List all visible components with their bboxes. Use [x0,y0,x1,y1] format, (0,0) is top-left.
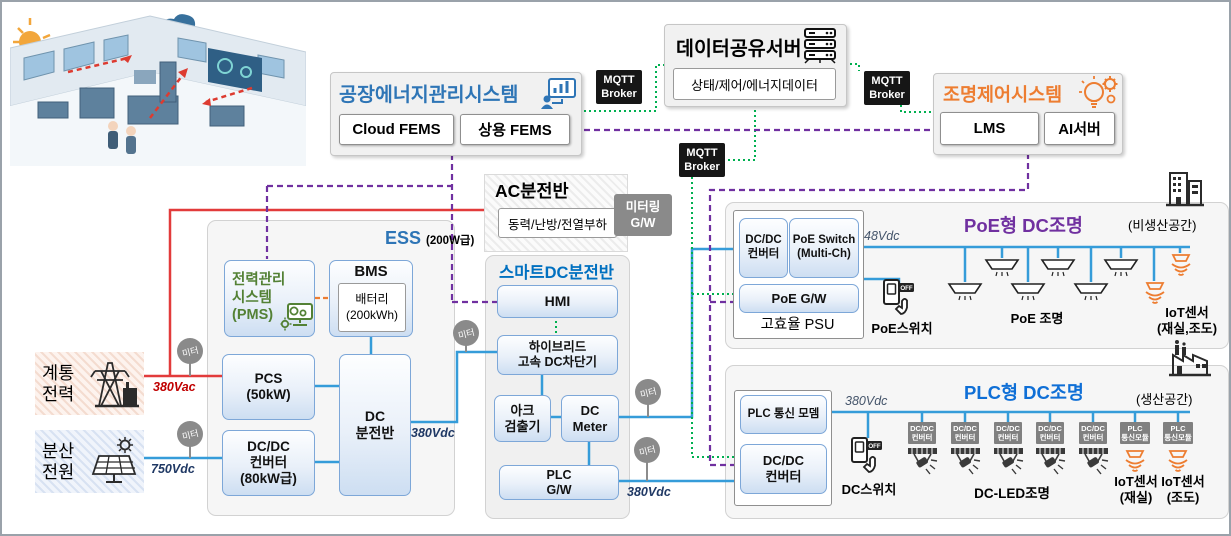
led-unit-converter: DC/DC 컨버터 [1079,422,1107,444]
poe-bus-voltage: 48Vdc [864,229,900,243]
ess-dc-panel-box: DC 분전반 [339,354,411,496]
hybrid-dc-breaker-box: 하이브리드 고속 DC차단기 [497,335,618,375]
transmission-tower-icon [90,361,139,407]
hmi-box: HMI [497,285,618,318]
smart-panel-output-voltage: 380Vdc [627,485,671,499]
poe-dcdc-box: DC/DC 컨버터 [739,218,788,278]
poe-space-label: (비생산공간) [1128,218,1197,233]
dc-meter-box: DC Meter [561,395,619,442]
poe-sensor-label: IoT센서 (재실,조도) [1156,305,1218,336]
plc-bus-voltage: 380Vdc [845,394,888,408]
distributed-power-box: 분산 전원 [35,430,144,493]
dc-wall-switch-label: DC스위치 [841,482,897,497]
poe-zone-title: PoE형 DC조명 [964,215,1083,236]
plc-comm-module: PLC 통신모듈 [1120,422,1150,444]
metering-gateway: 미터링 G/W [614,194,672,236]
led-lamp-icon [994,448,1024,475]
ceiling-lamp-icon [1103,259,1139,277]
poe-lamps-label: PoE 조명 [1010,311,1064,326]
poe-wall-switch-label: PoE스위치 [871,321,933,336]
distributed-power-label: 분산 전원 [42,441,75,482]
iot-sensor-icon [1171,254,1191,276]
ceiling-lamp-icon [984,259,1020,277]
led-unit-converter: DC/DC 컨버터 [908,422,936,444]
ess-title-text: ESS [385,228,422,248]
led-lamp-icon [1036,448,1066,475]
plc-zone-title: PLC형 DC조명 [964,382,1084,403]
iot-sensor-icon [1125,450,1145,472]
poe-gateway-box: PoE G/W [739,284,859,313]
grid-voltage: 380Vac [153,380,196,394]
data-server-title: 데이터공유서버 [676,38,802,60]
office-building-icon [1166,172,1204,207]
meter-plc-feed: 미터 [634,437,660,463]
ess-dcdc-converter-box: DC/DC 컨버터 (80kW급) [222,430,315,496]
analytics-icon [541,78,576,109]
fems-title: 공장에너지관리시스템 [339,84,519,106]
led-lamp-icon [908,448,938,475]
meter-grid: 미터 [177,338,203,364]
plc-gateway-box: PLC G/W [499,465,619,500]
plc-sensor-occupancy-label: IoT센서 (재실) [1114,474,1158,505]
plc-modem-box: PLC 통신 모뎀 [740,395,827,434]
ac-panel-title: AC분전반 [495,181,569,201]
smart-dc-panel-title: 스마트DC분전반 [499,264,614,282]
plc-comm-module: PLC 통신모듈 [1163,422,1193,444]
ai-server-button[interactable]: AI서버 [1044,112,1115,145]
plc-sensor-illuminance-label: IoT센서 (조도) [1161,474,1205,505]
ceiling-lamp-icon [1073,283,1109,301]
led-unit-converter: DC/DC 컨버터 [994,422,1022,444]
ceiling-lamp-icon [1010,283,1046,301]
meter-distributed: 미터 [177,421,203,447]
poe-switch-box: PoE Switch (Multi-Ch) [789,218,859,278]
mqtt-broker-1: MQTT Broker [596,70,642,104]
plc-dcdc-box: DC/DC 컨버터 [740,444,827,494]
led-unit-converter: DC/DC 컨버터 [951,422,979,444]
solar-panel-icon [91,436,137,483]
svg-text:OFF: OFF [900,285,913,292]
mqtt-broker-2: MQTT Broker [864,71,910,105]
ceiling-lamp-icon [1040,259,1076,277]
lms-button[interactable]: LMS [940,112,1039,145]
pcs-box: PCS (50kW) [222,354,315,420]
factory-illustration [10,14,306,166]
mqtt-broker-3: MQTT Broker [679,143,725,177]
dc-led-lamps-label: DC-LED조명 [974,486,1050,501]
commercial-fems-button[interactable]: 상용 FEMS [460,114,570,145]
lighting-control-title: 조명제어시스템 [943,84,1063,105]
led-lamp-icon [951,448,981,475]
iot-sensor-icon [1168,450,1188,472]
distributed-voltage: 750Vdc [151,462,195,476]
ess-title: ESS (200W급) [385,228,474,249]
server-icon [804,28,836,64]
meter-poe-feed: 미터 [635,379,661,405]
dc-wall-switch-icon: OFF [851,437,882,473]
arc-detector-box: 아크 검출기 [494,395,551,442]
ess-capacity: (200W급) [426,235,475,247]
svg-text:OFF: OFF [868,443,881,450]
pms-monitor-icon [280,303,313,331]
iot-sensor-icon [1145,282,1165,304]
led-unit-converter: DC/DC 컨버터 [1036,422,1064,444]
meter-ess-output: 미터 [453,320,479,346]
grid-power-box: 계통 전력 [35,352,144,415]
data-server-content: 상태/제어/에너지데이터 [673,68,836,100]
psu-label: 고효율 PSU [760,317,835,333]
factory-building-icon [1169,340,1211,377]
ac-panel-load: 동력/난방/전열부하 [498,208,617,238]
cloud-fems-button[interactable]: Cloud FEMS [339,114,454,145]
ceiling-lamp-icon [947,283,983,301]
ess-output-voltage: 380Vdc [411,426,455,440]
led-lamp-icon [1079,448,1109,475]
poe-wall-switch-icon: OFF [883,279,914,315]
battery-box: 배터리 (200kWh) [338,283,406,332]
bulb-gear-icon [1079,76,1118,108]
plc-space-label: (생산공간) [1136,392,1193,407]
grid-power-label: 계통 전력 [42,363,75,404]
